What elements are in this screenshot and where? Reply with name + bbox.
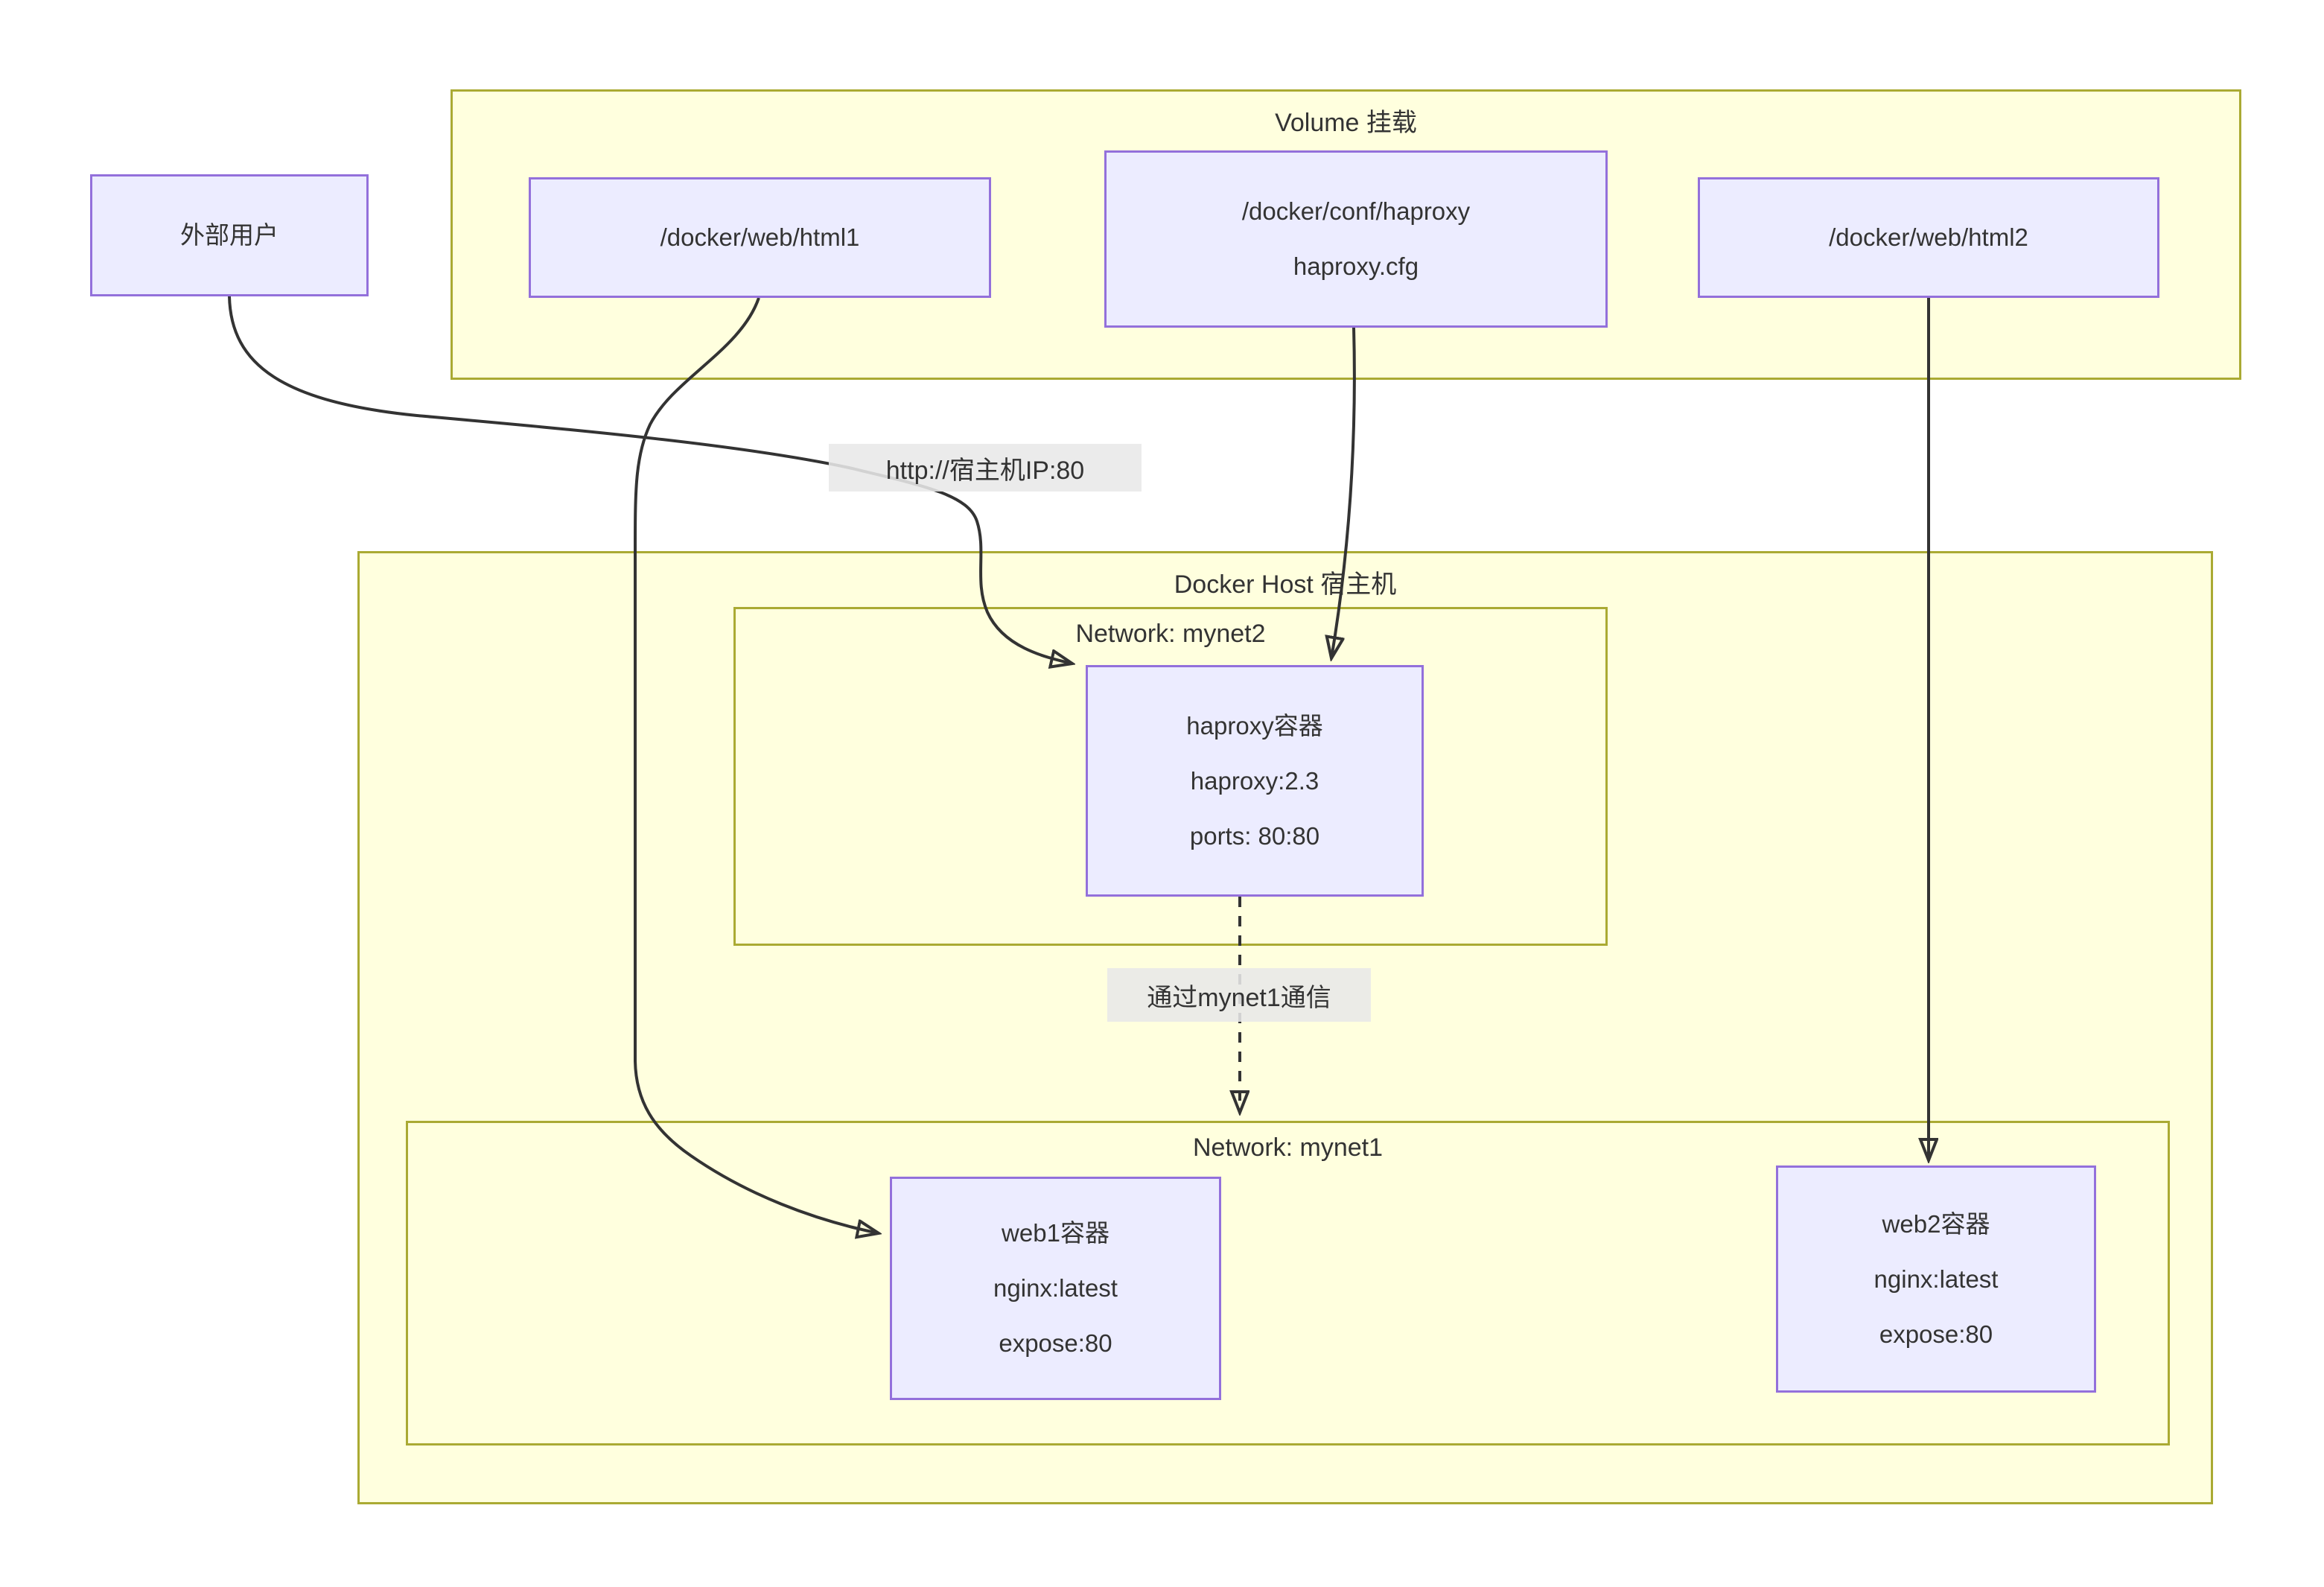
cluster-mynet2-title: Network: mynet2: [1075, 620, 1266, 648]
node-web2-line1: web2容器: [1882, 1209, 1990, 1238]
node-web1-line2: nginx:latest: [993, 1274, 1118, 1302]
node-haproxy-line1: haproxy容器: [1186, 711, 1323, 740]
cluster-docker-host-title: Docker Host 宿主机: [1174, 570, 1397, 599]
node-web1-line1: web1容器: [1002, 1219, 1110, 1247]
cluster-mynet1-title: Network: mynet1: [1192, 1133, 1384, 1162]
node-web2-line3: expose:80: [1879, 1320, 1993, 1348]
node-docker-web-html1: /docker/web/html1: [529, 177, 991, 298]
node-haproxy-container: haproxy容器 haproxy:2.3 ports: 80:80: [1086, 665, 1424, 897]
node-conf-line1: /docker/conf/haproxy: [1241, 197, 1471, 225]
edge-label-mynet1-communication: 通过mynet1通信: [1107, 968, 1371, 1022]
node-docker-web-html2: /docker/web/html2: [1698, 177, 2159, 298]
node-html2-label: /docker/web/html2: [1829, 223, 2028, 251]
node-web1-container: web1容器 nginx:latest expose:80: [890, 1177, 1221, 1400]
node-external-user: 外部用户: [90, 174, 369, 296]
node-external-user-label: 外部用户: [180, 221, 278, 249]
node-haproxy-line3: ports: 80:80: [1189, 821, 1320, 850]
node-web2-line2: nginx:latest: [1873, 1265, 1999, 1293]
node-conf-line2: haproxy.cfg: [1293, 252, 1419, 280]
cluster-volume-title: Volume 挂载: [1275, 109, 1417, 137]
edge-html1-to-web1: [634, 297, 879, 1233]
node-html1-label: /docker/web/html1: [660, 223, 860, 251]
node-haproxy-config-volume: /docker/conf/haproxy haproxy.cfg: [1104, 150, 1608, 328]
node-web1-line3: expose:80: [999, 1329, 1112, 1357]
edge-conf-to-haproxy: [1331, 327, 1356, 658]
node-web2-container: web2容器 nginx:latest expose:80: [1776, 1165, 2096, 1393]
edge-label-http-host-ip: http://宿主机IP:80: [829, 444, 1142, 492]
node-haproxy-line2: haproxy:2.3: [1190, 766, 1319, 795]
